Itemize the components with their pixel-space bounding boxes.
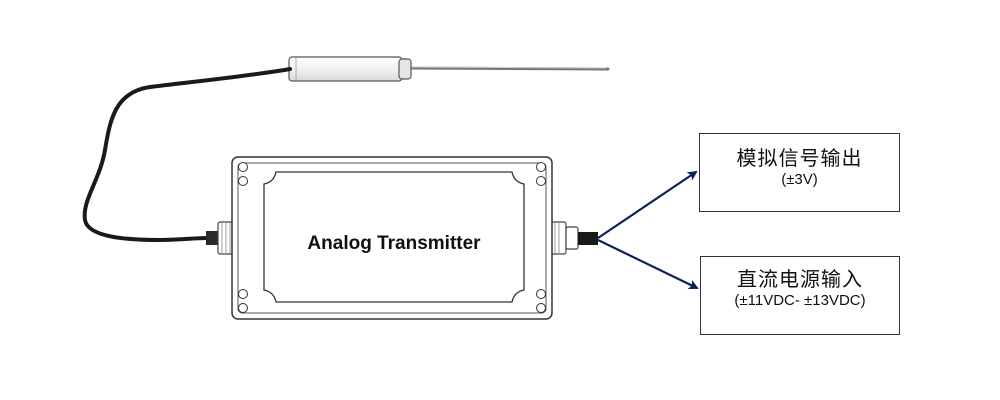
probe-needle (408, 66, 610, 71)
left-cable-gland (206, 221, 235, 255)
right-cable-gland (545, 221, 598, 255)
signal-output-box: 模拟信号输出 (±3V) (699, 133, 900, 212)
signal-output-title: 模拟信号输出 (736, 146, 863, 170)
screw-top-left (238, 162, 248, 186)
screw-top-right (536, 162, 546, 186)
probe-sensor (288, 56, 610, 82)
enclosure-lid (263, 171, 525, 303)
signal-output-range: (±3V) (781, 171, 818, 188)
probe-collar (398, 58, 412, 80)
power-input-box: 直流电源输入 (±11VDC- ±13VDC) (700, 256, 900, 335)
screw-bottom-left (238, 289, 248, 313)
power-input-title: 直流电源输入 (737, 267, 863, 291)
screw-bottom-right (536, 289, 546, 313)
transmitter-enclosure: Analog Transmitter (231, 156, 553, 320)
sensor-cable (82, 67, 292, 243)
arrow-to-power-input (597, 239, 699, 290)
probe-body (288, 56, 403, 82)
arrow-to-signal-output (597, 170, 698, 239)
power-input-range: (±11VDC- ±13VDC) (734, 292, 866, 309)
device-label: Analog Transmitter (307, 233, 481, 254)
